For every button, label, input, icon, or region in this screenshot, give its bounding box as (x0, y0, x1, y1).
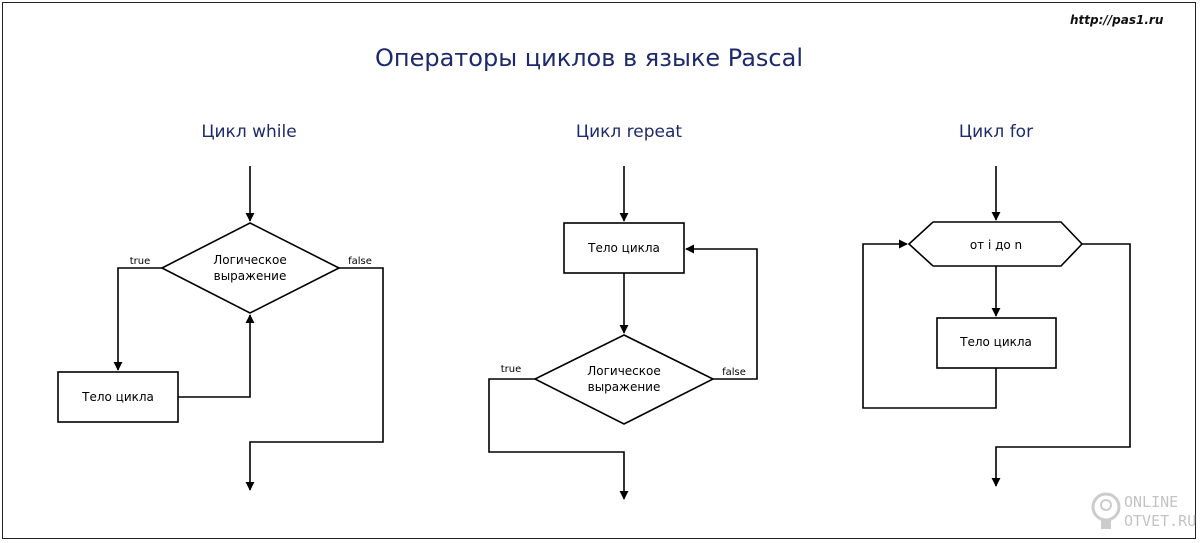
while-body-box (57, 371, 179, 423)
for-diagram: Цикл for от i до n Тело цикла (862, 122, 1131, 487)
while-loop-back-arrow (178, 314, 255, 398)
while-true-label: true (130, 256, 151, 267)
repeat-true-label: true (501, 364, 522, 375)
repeat-diagram: Цикл repeat Тело цикла Логическое выраже… (488, 122, 758, 500)
for-exit-arrow (991, 243, 1131, 487)
while-condition-line2: выражение (214, 269, 287, 283)
while-title: Цикл while (201, 122, 296, 142)
page-title: Операторы циклов в языке Pascal (375, 44, 803, 72)
repeat-condition-diamond (533, 334, 715, 425)
for-body-label: Тело цикла (959, 335, 1032, 349)
while-body-label: Тело цикла (81, 390, 154, 404)
source-url: http://pas1.ru (1070, 13, 1164, 27)
while-condition-diamond (160, 222, 341, 314)
for-range-label: от i до n (970, 238, 1022, 252)
repeat-title: Цикл repeat (576, 122, 683, 142)
while-diagram: Цикл while Логическое выражение true fal… (57, 122, 384, 491)
while-exit-arrow (245, 267, 384, 491)
repeat-condition-line2: выражение (588, 380, 661, 394)
for-loop-back-arrow (862, 239, 997, 409)
while-condition-line1: Логическое (213, 253, 287, 267)
watermark: ONLINE OTVET.RU (1091, 492, 1196, 530)
for-title: Цикл for (959, 122, 1033, 142)
lightbulb-icon (1091, 492, 1121, 529)
while-false-label: false (348, 256, 372, 267)
repeat-exit-arrow (488, 378, 629, 500)
for-body-box (936, 317, 1057, 369)
repeat-false-label: false (722, 367, 746, 378)
repeat-condition-line1: Логическое (587, 364, 661, 378)
watermark-line2: OTVET.RU (1124, 512, 1196, 530)
while-true-arrow (113, 267, 162, 371)
repeat-body-label: Тело цикла (587, 241, 660, 255)
repeat-loop-back-arrow (685, 244, 758, 380)
watermark-line1: ONLINE (1124, 493, 1178, 511)
for-range-hexagon (907, 221, 1084, 267)
